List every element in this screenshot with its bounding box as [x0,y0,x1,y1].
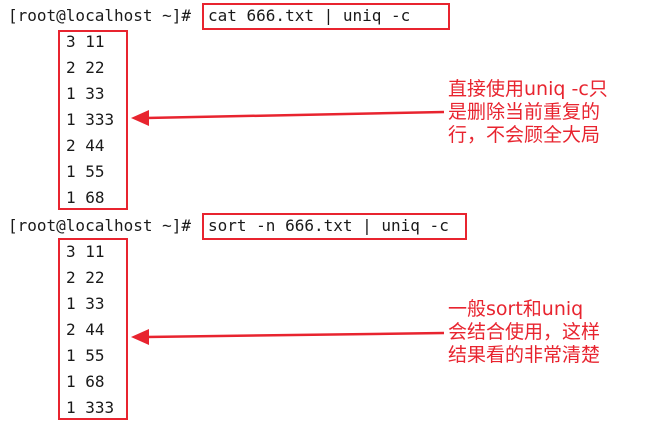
annotation-note-2-line-2: 会结合使用，这样 [448,321,601,343]
annotation-note-1-line-2: 是删除当前重复的 [448,101,601,123]
command-2[interactable]: sort -n 666.txt | uniq -c [208,216,449,235]
output-line: 1 55 [66,346,105,365]
annotation-note-1-line-3: 行，不会顾全大局 [448,124,601,146]
annotation-note-1-line-1: 直接使用uniq -c只 [448,78,608,100]
output-line: 3 11 [66,32,105,51]
output-line: 1 68 [66,188,105,207]
prompt-2: [root@localhost ~]# [8,216,192,235]
prompt-1: [root@localhost ~]# [8,6,192,25]
command-1[interactable]: cat 666.txt | uniq -c [208,6,411,25]
command-highlight-box-1 [202,3,450,30]
output-line: 2 44 [66,320,105,339]
output-line: 1 333 [66,398,115,417]
output-line: 1 55 [66,162,105,181]
command-highlight-box-2 [202,213,467,240]
output-line: 1 33 [66,294,105,313]
output-line: 2 44 [66,136,105,155]
output-line: 1 33 [66,84,105,103]
arrow-2 [131,329,445,345]
output-line: 1 333 [66,110,115,129]
annotation-note-2-line-3: 结果看的非常清楚 [448,344,601,366]
output-line: 3 11 [66,242,105,261]
output-line: 2 22 [66,58,105,77]
output-highlight-box-1 [58,30,128,210]
arrow-1 [131,110,445,126]
output-highlight-box-2 [58,238,128,420]
annotation-note-2-line-1: 一般sort和uniq [448,298,584,320]
output-line: 1 68 [66,372,105,391]
output-line: 2 22 [66,268,105,287]
